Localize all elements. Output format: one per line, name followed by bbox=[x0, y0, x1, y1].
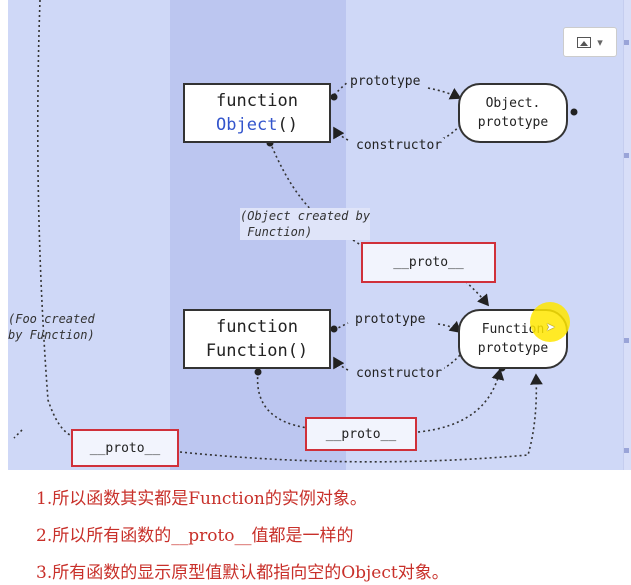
object-prototype-line2: prototype bbox=[477, 115, 549, 130]
object-function-name: Object bbox=[216, 115, 278, 135]
proto-label: __proto__ bbox=[393, 255, 464, 270]
mouse-cursor-icon: ➤ bbox=[546, 318, 556, 337]
object-function-parens: () bbox=[277, 115, 298, 135]
scrollbar-track[interactable] bbox=[623, 0, 631, 470]
note-line-3: 3.所有函数的显示原型值默认都指向空的Object对象。 bbox=[36, 563, 449, 583]
scroll-mark bbox=[624, 448, 629, 453]
function-function-keyword: function bbox=[216, 317, 298, 337]
scroll-mark bbox=[624, 338, 629, 343]
image-options-button[interactable]: ▾ bbox=[563, 27, 617, 57]
object-prototype-box: Object. prototype bbox=[458, 83, 568, 143]
function-prototype-line2: prototype bbox=[477, 341, 549, 356]
constructor-label-bottom: constructor bbox=[354, 366, 445, 381]
constructor-label-top: constructor bbox=[354, 138, 445, 153]
proto-box-foo: __proto__ bbox=[71, 429, 179, 467]
scroll-mark bbox=[624, 40, 629, 45]
object-created-by-label: (Object created by Function) bbox=[240, 208, 371, 240]
prototype-label-top: prototype bbox=[348, 74, 423, 89]
function-prototype-line1: Function bbox=[481, 322, 545, 337]
proto-box-object: __proto__ bbox=[361, 242, 496, 283]
dropdown-caret-icon: ▾ bbox=[597, 35, 603, 49]
image-icon bbox=[577, 36, 592, 48]
proto-label: __proto__ bbox=[89, 440, 161, 456]
function-function-box: function Function() bbox=[183, 309, 331, 369]
object-function-keyword: function bbox=[216, 91, 298, 111]
diagram-image: function Object() Object. prototype func… bbox=[8, 0, 631, 470]
proto-label: __proto__ bbox=[325, 426, 397, 442]
note-line-2: 2.所以所有函数的__proto__值都是一样的 bbox=[36, 526, 354, 546]
object-function-box: function Object() bbox=[183, 83, 331, 143]
object-prototype-line1: Object. bbox=[485, 96, 541, 111]
relationship-arrows bbox=[13, 0, 578, 463]
proto-box-function: __proto__ bbox=[305, 417, 417, 451]
foo-created-by-label: (Foo created by Function) bbox=[8, 312, 95, 342]
note-line-1: 1.所以函数其实都是Function的实例对象。 bbox=[36, 489, 367, 509]
scroll-mark bbox=[624, 153, 629, 158]
function-function-name: Function() bbox=[205, 341, 309, 361]
cursor-highlight bbox=[530, 302, 570, 342]
prototype-label-bottom: prototype bbox=[353, 312, 428, 327]
